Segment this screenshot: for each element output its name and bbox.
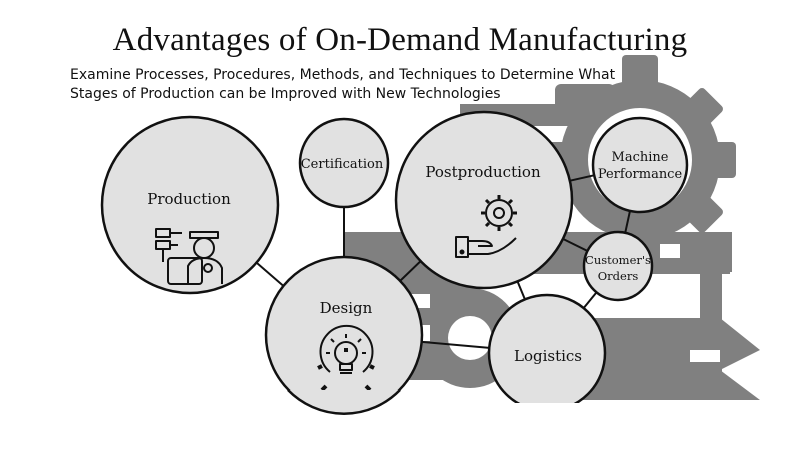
node-postproduction-label: Postproduction — [425, 163, 541, 181]
page-subtitle: Examine Processes, Procedures, Methods, … — [70, 66, 690, 104]
node-design-label: Design — [320, 299, 373, 317]
node-postproduction: Postproduction — [394, 110, 574, 290]
node-customers-orders: Customer's Orders — [582, 230, 654, 302]
subtitle-line-2: Stages of Production can be Improved wit… — [70, 86, 501, 102]
node-production-label: Production — [147, 190, 231, 208]
node-machine-performance-label-line1: Machine — [612, 150, 669, 165]
worker-with-control-panel-icon — [155, 228, 223, 285]
node-certification: Certification — [298, 117, 390, 209]
node-customers-orders-label-line2: Orders — [598, 269, 639, 283]
node-certification-label: Certification — [301, 157, 384, 172]
node-logistics: Logistics — [487, 293, 607, 413]
node-machine-performance: Machine Performance — [591, 116, 689, 214]
gear-in-hand-icon — [455, 195, 517, 258]
page-title: Advantages of On-Demand Manufacturing — [112, 22, 688, 58]
subtitle-line-1: Examine Processes, Procedures, Methods, … — [70, 67, 616, 83]
node-machine-performance-label-line2: Performance — [598, 167, 683, 182]
node-logistics-label: Logistics — [514, 347, 582, 365]
node-production: Production — [100, 115, 280, 295]
node-design: Design — [264, 255, 424, 415]
node-customers-orders-label-line1: Customer's — [585, 253, 651, 267]
